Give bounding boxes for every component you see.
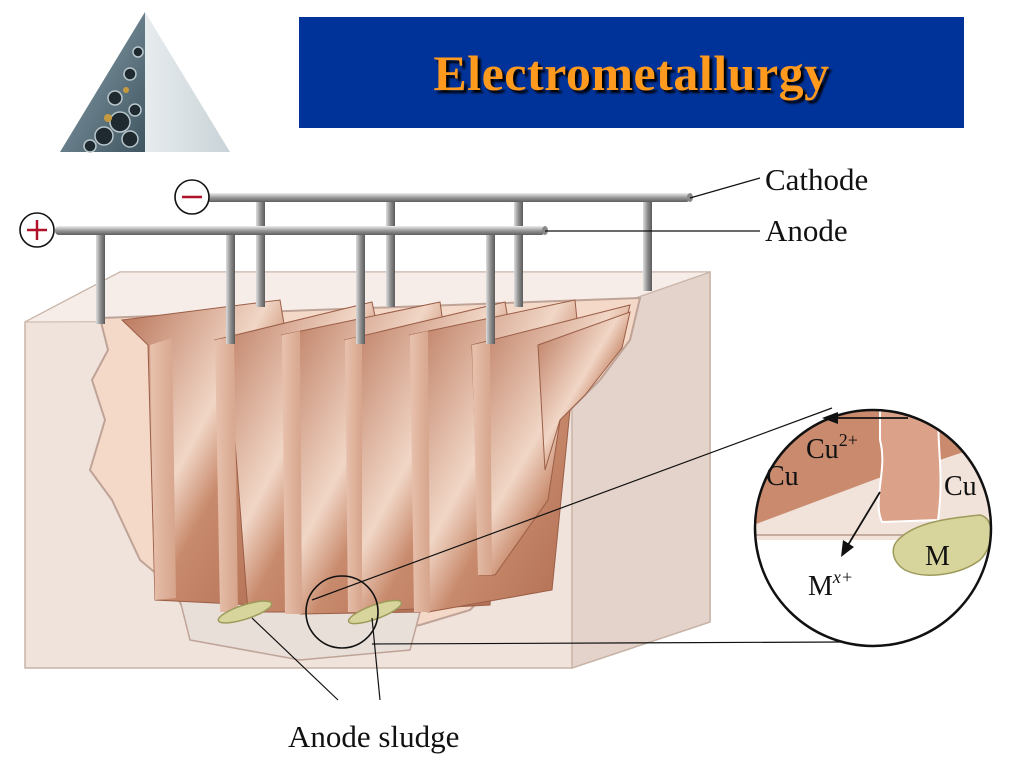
title-banner: Electrometallurgy <box>299 17 964 128</box>
hanger-rods <box>96 201 652 344</box>
page-title: Electrometallurgy <box>433 44 830 101</box>
molecule-pyramid-logo <box>60 12 230 153</box>
negative-terminal-icon <box>174 179 210 215</box>
inset-cu-right-label: Cu <box>944 471 977 502</box>
leader-lines <box>251 177 843 701</box>
inset-metal-ion-label: Mx+ <box>808 567 853 602</box>
inset-cu-ion-label: Cu2+ <box>806 430 858 465</box>
magnified-inset <box>753 408 993 648</box>
anode-sludge-label: Anode sludge <box>288 719 459 754</box>
electrode-plates <box>120 299 631 615</box>
cathode-bus-bar <box>205 193 693 202</box>
inset-cu-left-label: Cu <box>766 461 799 492</box>
zoom-region-circle <box>305 575 379 649</box>
anode-bus-bar <box>55 226 548 235</box>
cathode-label: Cathode <box>765 162 868 197</box>
anode-label: Anode <box>765 213 848 248</box>
inset-metal-label: M <box>925 541 950 572</box>
positive-terminal-icon <box>19 212 55 248</box>
